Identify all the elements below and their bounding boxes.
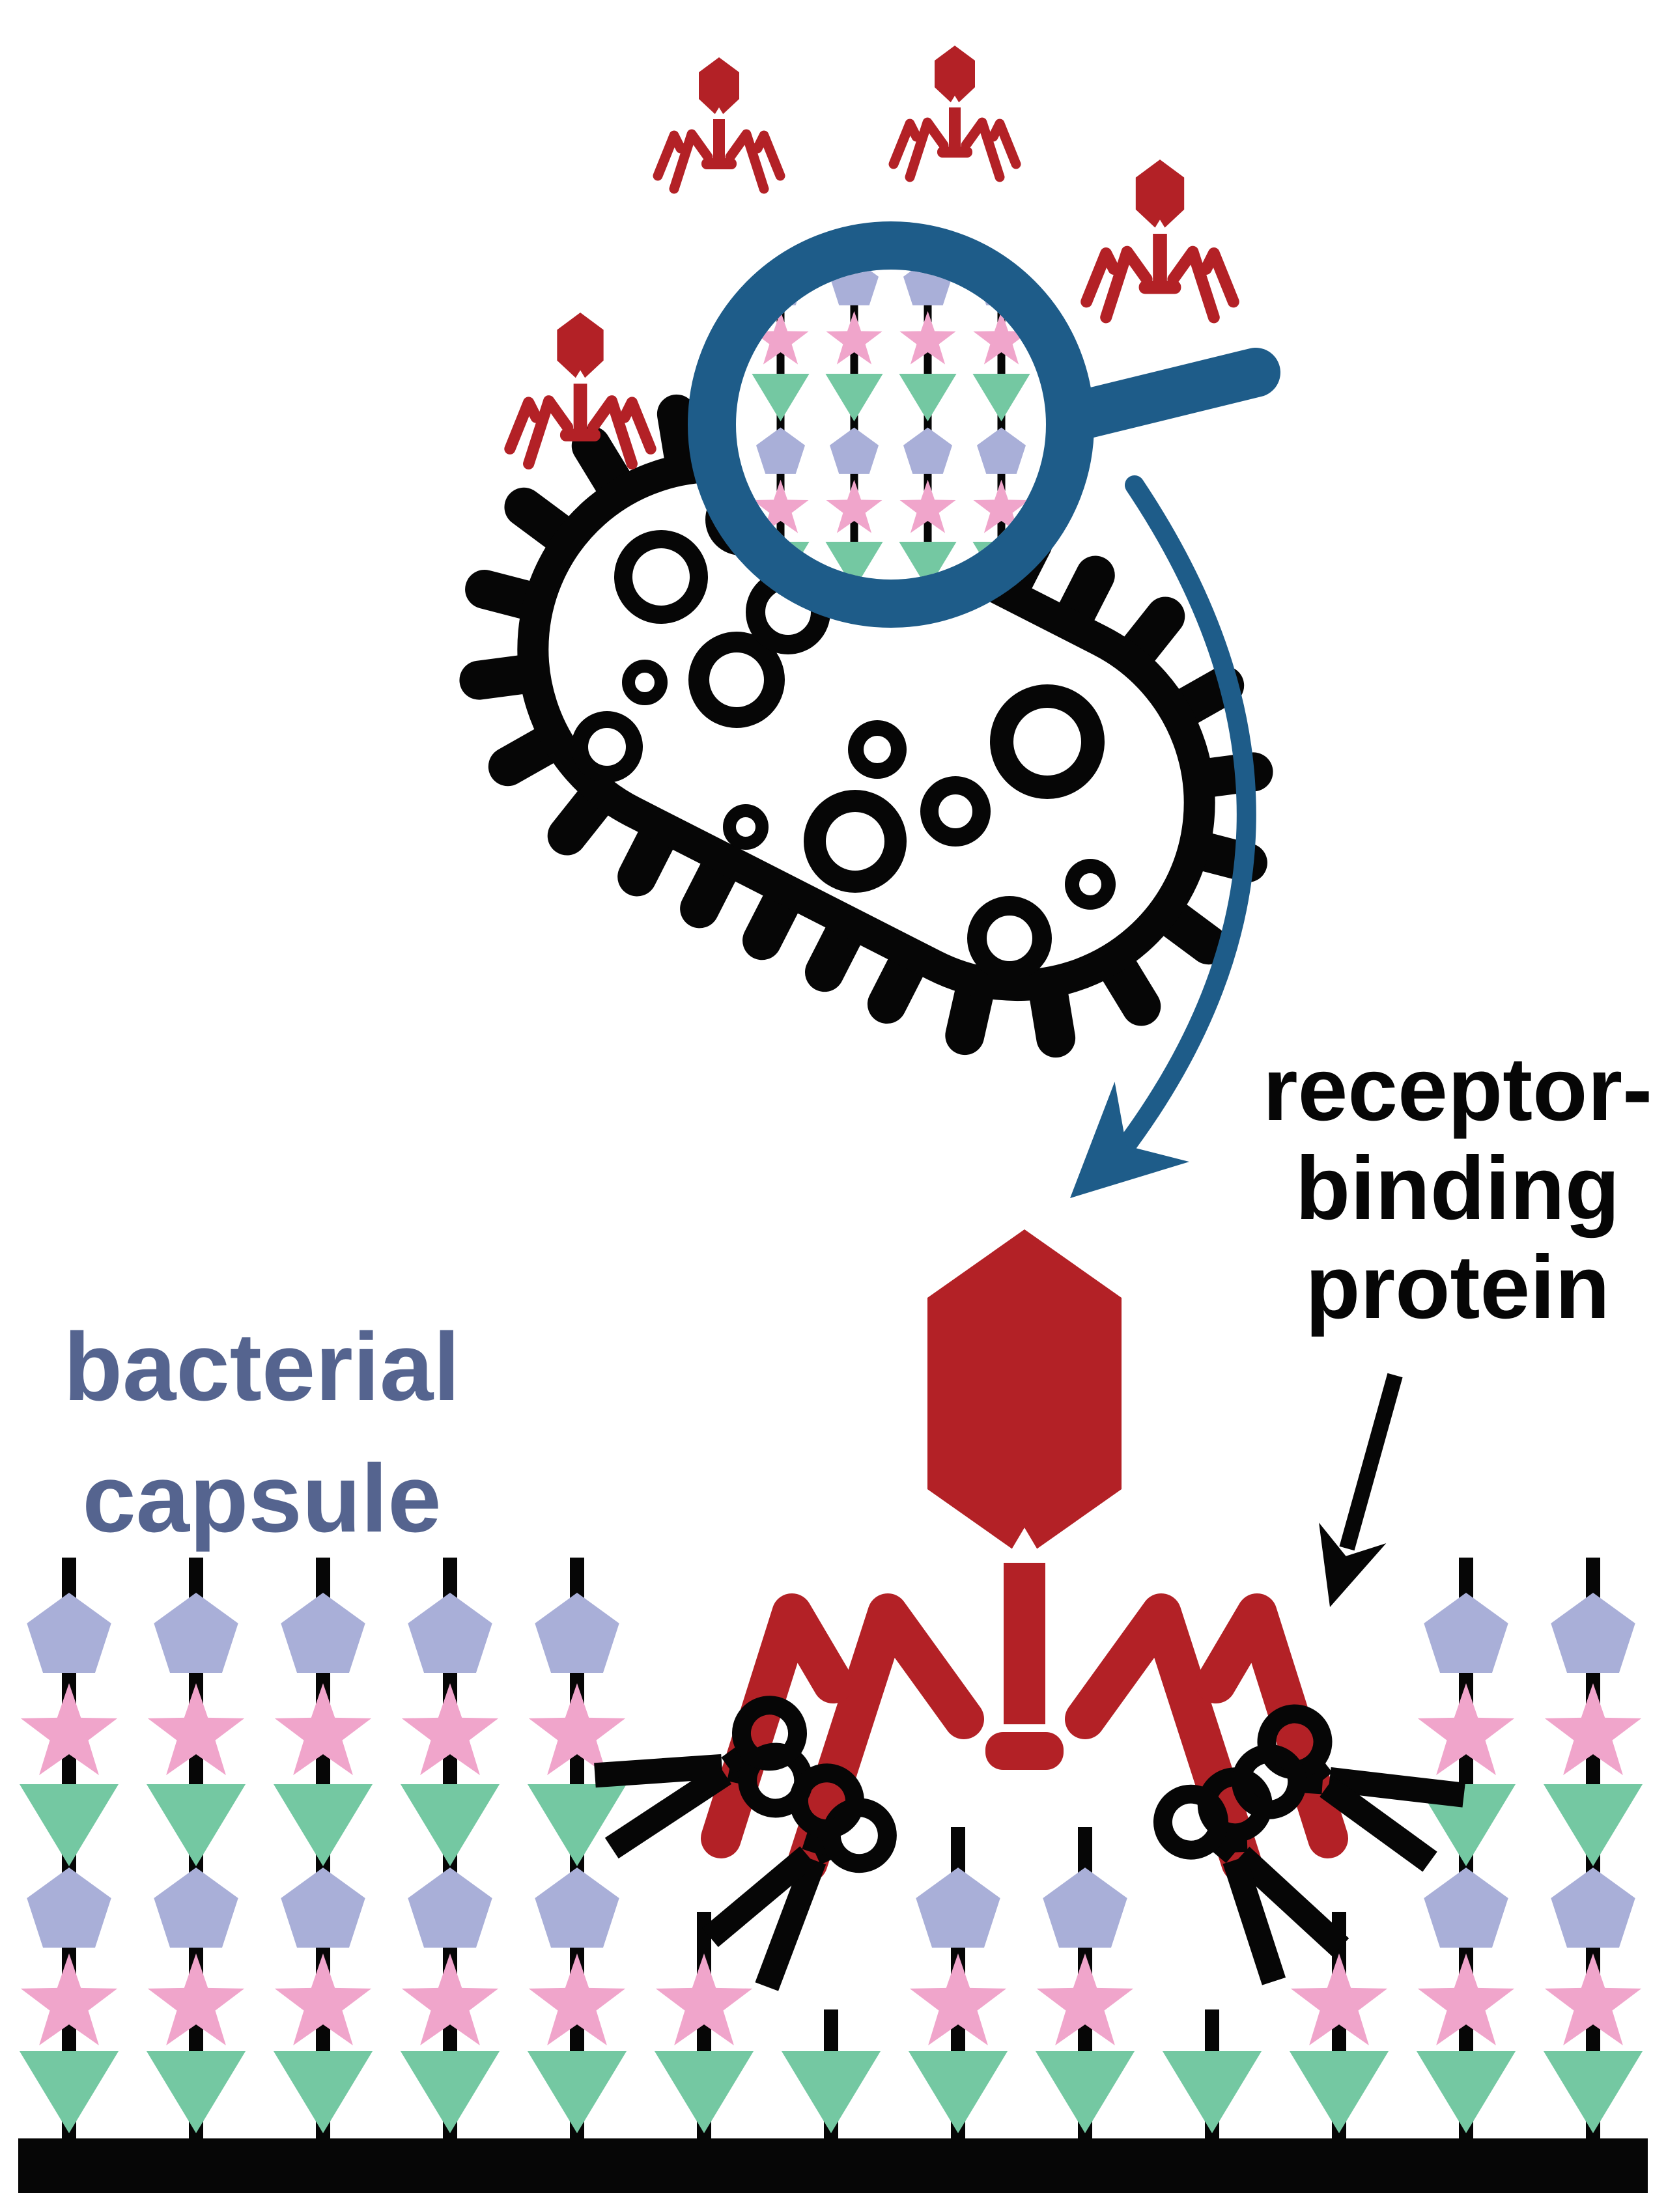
vesicle xyxy=(920,776,991,847)
large-phage-baseplate xyxy=(985,1732,1064,1770)
large-phage-neck-notch xyxy=(1004,1528,1045,1563)
vesicle xyxy=(848,720,907,779)
label-bacterial-capsule: bacterial capsule xyxy=(64,1313,460,1552)
vesicle xyxy=(967,896,1052,981)
vesicle xyxy=(723,804,769,850)
capsule-label-line1: bacterial xyxy=(64,1313,460,1421)
magnifier-ring xyxy=(688,221,1094,628)
capsule-column xyxy=(147,1558,246,2140)
capsule-column xyxy=(1544,1558,1643,2140)
rbp-label-line2: binding xyxy=(1295,1138,1620,1239)
capsule-label-line2: capsule xyxy=(82,1445,441,1552)
capsule-column xyxy=(1036,1827,1135,2140)
vesicle xyxy=(622,660,668,705)
vesicle xyxy=(571,711,643,783)
vesicle xyxy=(804,790,907,893)
vesicle xyxy=(990,684,1105,799)
capsule-column xyxy=(401,1558,500,2140)
magnifier-lens xyxy=(735,268,1047,581)
capsule-column xyxy=(1290,1912,1389,2140)
capsule-column xyxy=(274,1558,373,2140)
bacterial-capsule-layer xyxy=(18,1558,1648,2193)
magnifier-handle xyxy=(1045,348,1280,443)
rbp-label-line1: receptor- xyxy=(1263,1039,1652,1140)
large-phage-head xyxy=(927,1229,1122,1558)
vesicle xyxy=(1065,859,1116,910)
lens-pattern xyxy=(752,270,1030,580)
large-phage-tail xyxy=(1004,1563,1045,1724)
capsule-column xyxy=(782,2009,881,2140)
vesicle xyxy=(614,530,708,624)
capsule-column xyxy=(655,1912,754,2140)
capsule-column xyxy=(1163,2009,1262,2140)
zoom-arrow-icon xyxy=(1070,475,1256,1198)
magnifier-icon xyxy=(688,221,1280,628)
capsule-column xyxy=(909,1827,1008,2140)
capsule-column xyxy=(20,1558,119,2140)
label-receptor-binding-protein: receptor- binding protein xyxy=(1263,1039,1652,1337)
capsule-columns xyxy=(20,1558,1643,2140)
vesicle xyxy=(688,632,785,728)
capsule-column xyxy=(1417,1558,1516,2140)
rbp-label-line3: protein xyxy=(1305,1237,1610,1337)
capsule-column xyxy=(528,1558,627,2140)
rbp-pointer-arrow-icon xyxy=(1319,1373,1403,1607)
membrane-baseline xyxy=(18,2138,1648,2193)
